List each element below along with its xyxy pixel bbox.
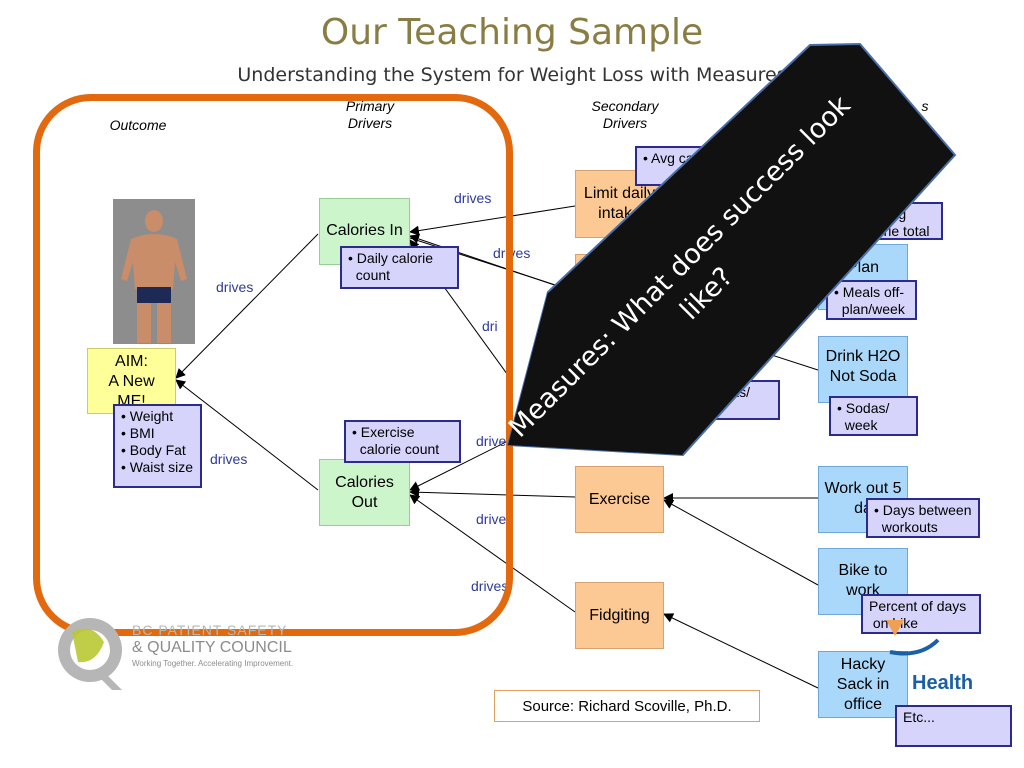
line-mid-calout — [409, 439, 511, 491]
drives-label: drives — [210, 451, 248, 467]
line-limit-calin — [409, 205, 576, 236]
measure-etc: Etc... — [895, 705, 1012, 747]
drives-label: drives — [454, 190, 492, 206]
line-calin-aim — [175, 233, 319, 379]
column-header-primary: Primary Drivers — [345, 98, 395, 131]
drives-label-partial: drive — [476, 433, 507, 449]
line-bike-exercise — [663, 499, 819, 586]
measure-exercise-calorie: • Exercise calorie count — [344, 420, 461, 463]
slide-subtitle: Understanding the System for Weight Loss… — [237, 64, 787, 86]
line-hacky-fidget — [663, 613, 819, 689]
measure-days-between: • Days between workouts — [866, 498, 980, 538]
drives-label-partial: drive — [476, 511, 507, 527]
bcpsqc-logo-line1: BC PATIENT SAFETY — [132, 622, 288, 638]
measure-percent-bike: Percent of days on bike — [861, 594, 981, 634]
bcpsqc-logo-line2: & QUALITY COUNCIL — [132, 639, 292, 656]
fidgiting-box: Fidgiting — [575, 582, 664, 649]
drives-label-partial: dri — [482, 318, 498, 334]
highlight-frame — [33, 94, 513, 636]
measure-sodas: • Sodas/ week — [829, 396, 918, 436]
line-calout-aim — [175, 379, 319, 491]
drives-label: drives — [216, 279, 254, 295]
line-fidget-calout — [409, 494, 576, 613]
line-exercise-calout — [409, 487, 576, 498]
measure-aim: • Weight • BMI • Body Fat • Waist size — [113, 404, 202, 488]
measure-daily-calorie: • Daily calorie count — [340, 246, 459, 289]
hacky-sack-box: Hacky Sack in office — [818, 651, 908, 718]
health-logo-text: Health — [912, 672, 974, 694]
column-header-outcome: Outcome — [109, 117, 167, 133]
column-header-tertiary-partial: s — [921, 98, 929, 114]
exercise-box: Exercise — [575, 466, 664, 533]
calories-out-box: Calories Out — [319, 459, 410, 526]
slide-title: Our Teaching Sample — [320, 12, 704, 53]
source-citation: Source: Richard Scoville, Ph.D. — [494, 690, 760, 722]
man-photo — [113, 199, 195, 344]
health-logo-arc — [886, 620, 940, 656]
measure-meals-off-plan: • Meals off- plan/week — [826, 280, 917, 320]
aim-box: AIM: A New ME! — [87, 348, 176, 414]
bcpsqc-logo — [58, 618, 122, 690]
column-header-secondary: Secondary Drivers — [591, 98, 659, 131]
bcpsqc-logo-tagline: Working Together. Accelerating Improveme… — [132, 659, 294, 668]
